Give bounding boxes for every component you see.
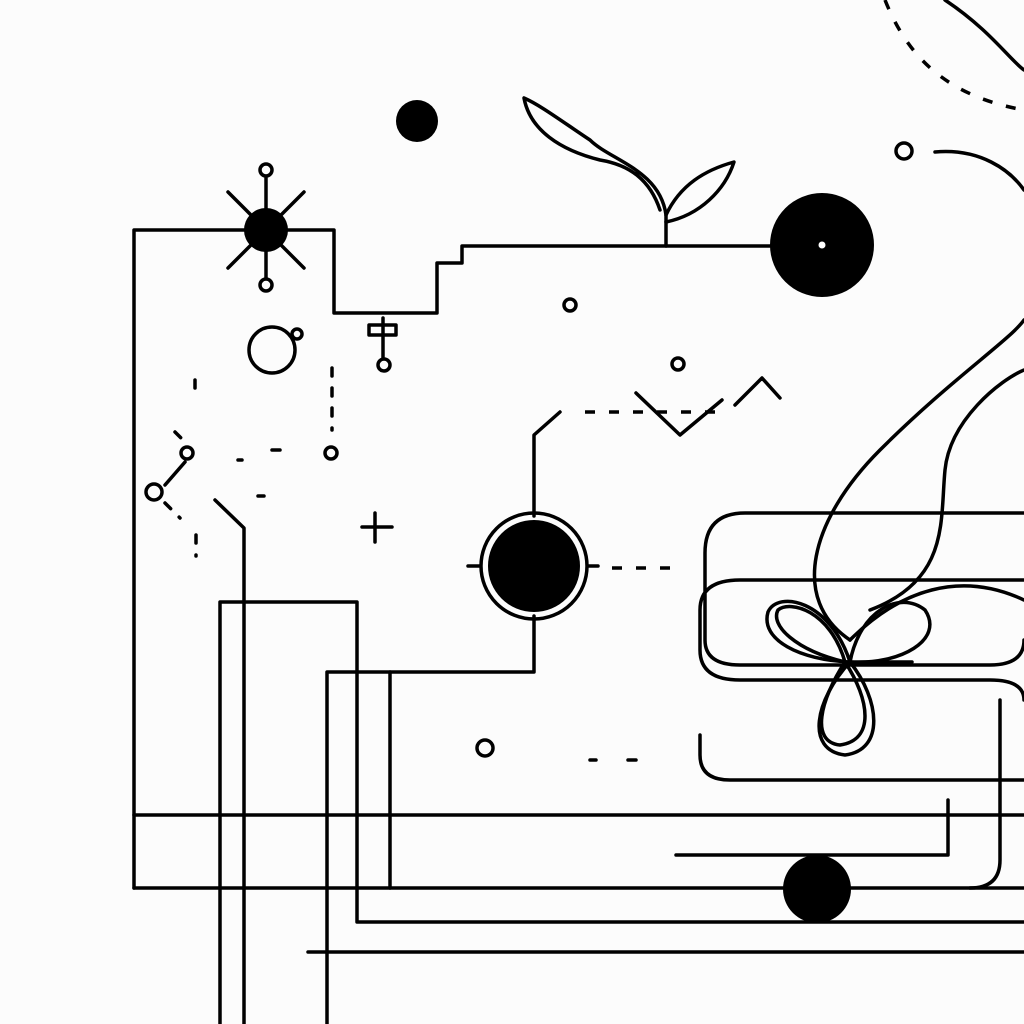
target-node [466, 511, 680, 621]
main-outline [132, 228, 1024, 890]
top-right-arc [933, 149, 1024, 192]
big-dot [770, 193, 874, 297]
zigzag [634, 376, 782, 437]
ring-with-dot [247, 325, 304, 375]
dashes [163, 366, 638, 1024]
rounded-frame [698, 511, 1024, 702]
sprout-icon [522, 96, 736, 248]
top-right-curve [943, 0, 1024, 72]
connector-node [367, 316, 398, 373]
frame-lower [698, 698, 1024, 890]
small-ring [894, 141, 914, 161]
bottom-dot [783, 855, 851, 923]
bracket-line [674, 798, 950, 857]
plus-icon [360, 511, 394, 544]
sun-icon [226, 162, 306, 293]
upper-wire [532, 410, 562, 518]
dashed-curve [883, 0, 1024, 112]
filled-dot [396, 100, 438, 142]
bottom-wires [218, 600, 1024, 1024]
small-circles [144, 297, 686, 758]
lower-wire [325, 614, 536, 1024]
clover-icon [765, 318, 1024, 757]
